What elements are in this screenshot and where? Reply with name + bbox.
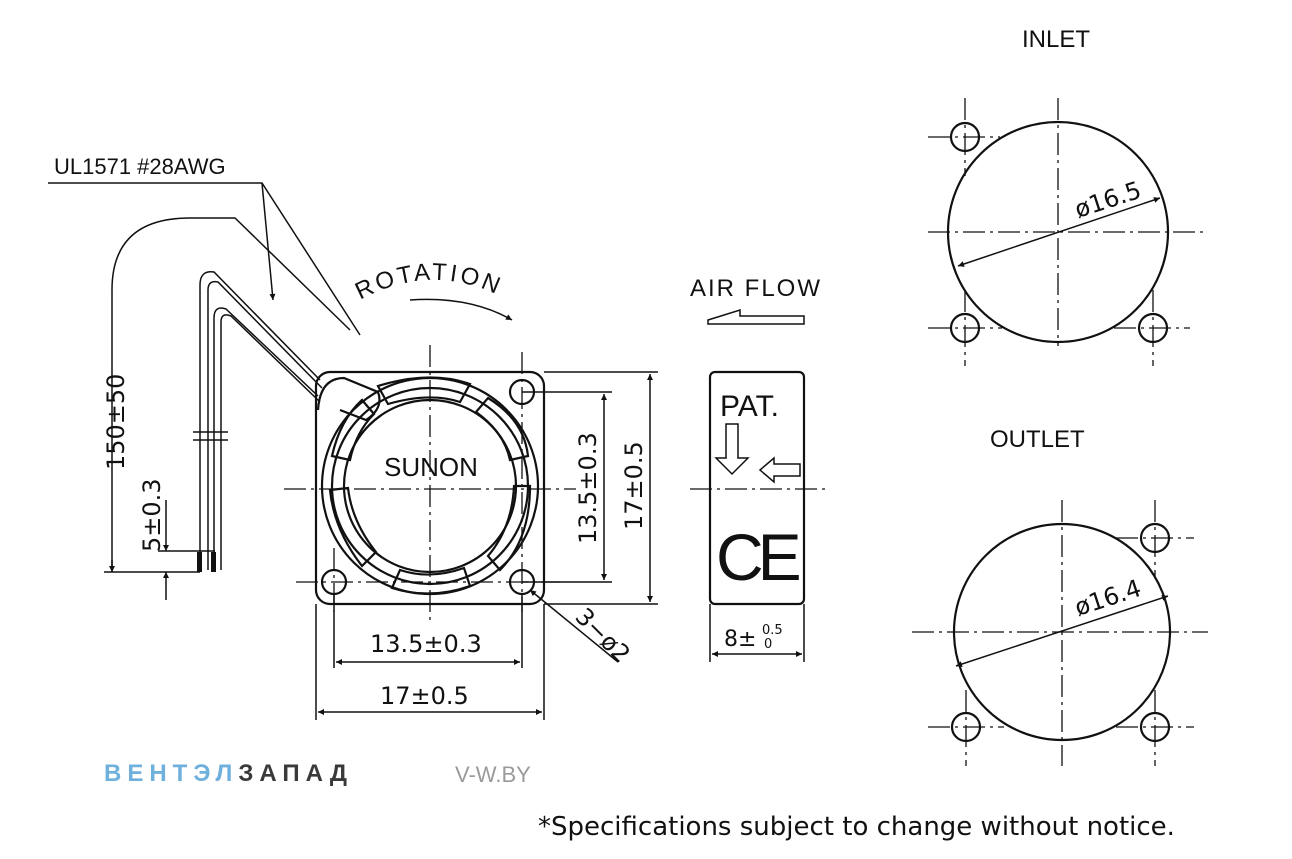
horizontal-dimensions: 13.5±0.3 17±0.5 bbox=[315, 594, 545, 720]
wire-tip-2 bbox=[211, 552, 216, 572]
wire-leader-arrow bbox=[261, 182, 276, 301]
fan-blade-right bbox=[474, 396, 530, 462]
wire-label-group: UL1571 #28AWG bbox=[48, 154, 361, 336]
inlet-diameter-label: ø16.5 bbox=[1071, 176, 1144, 224]
holes-leader bbox=[529, 589, 619, 663]
flow-left-arrow bbox=[758, 456, 801, 484]
rotation-arrow bbox=[409, 298, 513, 321]
inlet-label: INLET bbox=[1022, 26, 1090, 53]
side-view-body bbox=[708, 370, 806, 606]
fan-side-view: AIR FLOW PAT. CE 8± 0.5 0 bbox=[690, 275, 826, 662]
lead-length-dimension: 150±50 bbox=[102, 217, 351, 573]
thickness-lower-tol: 0 bbox=[764, 637, 772, 652]
wire-tip-1 bbox=[197, 552, 202, 572]
wire-outer bbox=[199, 271, 321, 570]
watermark-site: V-W.BY bbox=[455, 762, 531, 787]
air-flow-arrow bbox=[707, 308, 805, 325]
outlet-diameter-label: ø16.4 bbox=[1071, 574, 1144, 622]
wire-leader-line bbox=[48, 182, 361, 336]
holes-label: 3−ø2 bbox=[570, 602, 636, 668]
fan-blade-left-low bbox=[328, 486, 378, 568]
lead-length-label: 150±50 bbox=[102, 374, 130, 470]
outlet-label: OUTLET bbox=[990, 426, 1085, 453]
thickness-label: 8± bbox=[724, 627, 756, 652]
fan-blade-top bbox=[376, 376, 472, 406]
fan-blade-left bbox=[330, 398, 376, 462]
thickness-upper-tol: 0.5 bbox=[762, 623, 783, 638]
vertical-dimensions: 13.5±0.3 17±0.5 bbox=[522, 371, 658, 605]
rotation-label: ROTATION bbox=[351, 259, 507, 305]
brand-part-2: ЗАПАД bbox=[238, 760, 353, 787]
strip-label: 5±0.3 bbox=[138, 478, 166, 552]
fan-blade-right-low bbox=[486, 484, 532, 572]
patent-label: PAT. bbox=[720, 390, 779, 423]
fan-wires bbox=[193, 271, 323, 572]
ce-mark: CE bbox=[716, 520, 800, 594]
sunon-logo-text: SUNON bbox=[384, 452, 478, 482]
wire-inner bbox=[213, 307, 319, 570]
wire-inner-b bbox=[220, 314, 321, 570]
holes-callout: 3−ø2 bbox=[529, 589, 636, 668]
fan-blade-bottom bbox=[390, 566, 472, 595]
spec-notice: *Specifications subject to change withou… bbox=[538, 812, 1175, 842]
watermark-brand: ВЕНТЭЛЗАПАД bbox=[104, 760, 353, 788]
air-flow-label: AIR FLOW bbox=[690, 275, 822, 302]
size-h-label: 17±0.5 bbox=[380, 682, 469, 710]
wire-outer-b bbox=[207, 280, 323, 570]
outlet-diameter-line bbox=[955, 595, 1169, 667]
wire-spec-label: UL1571 #28AWG bbox=[54, 154, 226, 179]
size-v-label: 17±0.5 bbox=[620, 441, 648, 530]
brand-part-1: ВЕНТЭЛ bbox=[104, 760, 239, 787]
inlet-diameter-line bbox=[957, 197, 1161, 267]
lead-loop-line bbox=[111, 217, 351, 572]
strip-dimension: 5±0.3 bbox=[138, 478, 215, 600]
rotation-indicator: ROTATION bbox=[351, 259, 513, 321]
hole-spacing-h-label: 13.5±0.3 bbox=[370, 630, 482, 658]
outlet-view: OUTLET ø16.4 bbox=[912, 426, 1208, 766]
hole-spacing-v-label: 13.5±0.3 bbox=[574, 432, 602, 544]
flow-down-arrow bbox=[714, 423, 750, 476]
inlet-view: INLET ø16.5 bbox=[928, 26, 1206, 366]
wire-exit bbox=[316, 376, 381, 422]
fan-front-view: SUNON bbox=[284, 345, 576, 620]
